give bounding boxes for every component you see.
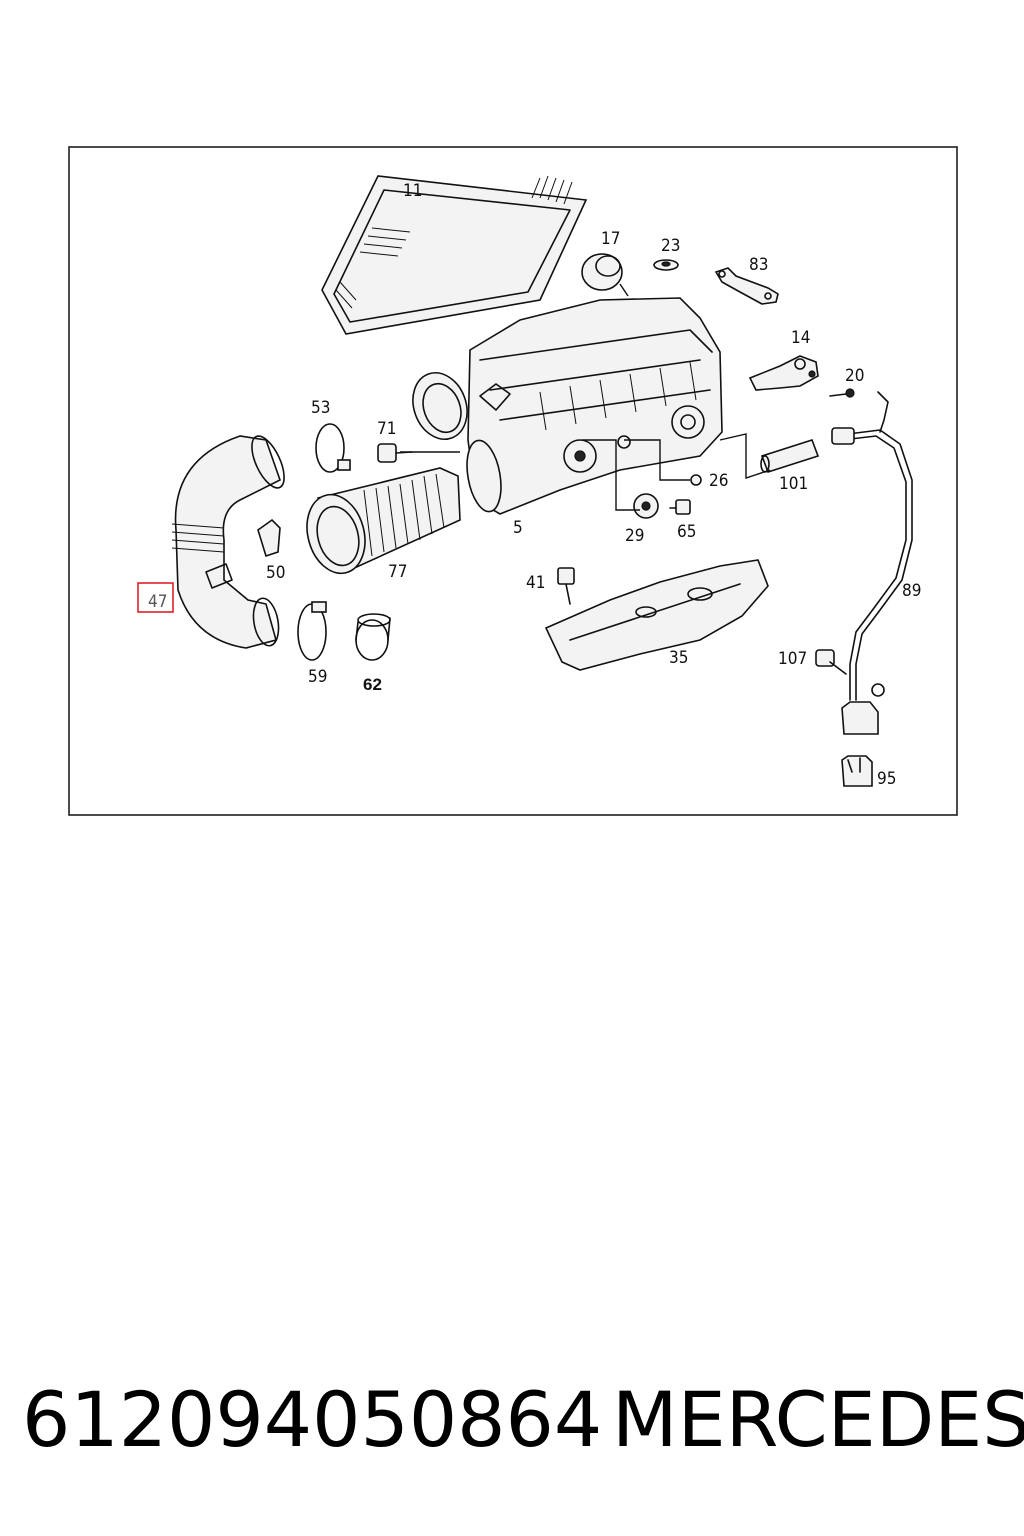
footer: 612094050864 MERCEDES xyxy=(0,1370,1024,1480)
callout-89[interactable]: 89 xyxy=(902,581,921,601)
callout-77[interactable]: 77 xyxy=(388,562,407,582)
callout-62[interactable]: 62 xyxy=(363,675,382,694)
callout-11[interactable]: 11 xyxy=(403,181,422,201)
callout-47-highlight[interactable]: 47 xyxy=(137,582,174,613)
callout-23[interactable]: 23 xyxy=(661,236,680,256)
callout-17[interactable]: 17 xyxy=(601,229,620,249)
part-95-grommet[interactable] xyxy=(841,755,873,787)
part-50-fitting[interactable] xyxy=(257,518,281,558)
callout-5[interactable]: 5 xyxy=(513,518,523,538)
part-41-bolt[interactable] xyxy=(557,567,575,605)
callout-95[interactable]: 95 xyxy=(877,769,896,789)
part-11-air-filter[interactable] xyxy=(321,175,588,335)
callout-83[interactable]: 83 xyxy=(749,255,768,275)
callout-47[interactable]: 47 xyxy=(148,592,167,612)
callout-65[interactable]: 65 xyxy=(677,522,696,542)
callout-53[interactable]: 53 xyxy=(311,398,330,418)
callout-71[interactable]: 71 xyxy=(377,419,396,439)
part-29-grommet[interactable] xyxy=(633,493,659,519)
callout-20[interactable]: 20 xyxy=(845,366,864,386)
part-83-bracket[interactable] xyxy=(714,267,779,305)
part-77-bellows-hose[interactable] xyxy=(299,467,461,580)
part-89-pipe-grommet[interactable] xyxy=(841,683,885,735)
callout-101[interactable]: 101 xyxy=(779,474,808,494)
part-47-intake-elbow[interactable] xyxy=(171,432,291,649)
callout-35[interactable]: 35 xyxy=(669,648,688,668)
callout-29[interactable]: 29 xyxy=(625,526,644,546)
part-59-clamp[interactable] xyxy=(297,601,327,661)
callout-14[interactable]: 14 xyxy=(791,328,810,348)
part-107-bolt[interactable] xyxy=(815,649,847,675)
callout-50[interactable]: 50 xyxy=(266,563,285,583)
part-17-sensor[interactable] xyxy=(581,253,629,297)
callout-47-highlight-box xyxy=(137,582,174,613)
brand-name: MERCEDES xyxy=(612,1375,1024,1464)
part-23-grommet[interactable] xyxy=(653,259,679,271)
part-20-screw[interactable] xyxy=(829,388,855,398)
part-71-bolt[interactable] xyxy=(377,443,413,463)
part-14-sensor-bracket[interactable] xyxy=(748,355,819,391)
diagram-frame xyxy=(68,146,958,816)
part-53-clamp[interactable] xyxy=(315,423,351,473)
callout-41[interactable]: 41 xyxy=(526,573,545,593)
leader-lines xyxy=(400,433,771,511)
callout-107[interactable]: 107 xyxy=(778,649,807,669)
part-62-sleeve[interactable] xyxy=(355,613,391,661)
part-65-nut[interactable] xyxy=(669,499,691,515)
callout-59[interactable]: 59 xyxy=(308,667,327,687)
part-26-plug[interactable] xyxy=(690,474,702,486)
part-101-hose[interactable] xyxy=(760,439,820,473)
part-89-pipe[interactable] xyxy=(831,391,913,701)
part-number: 612094050864 xyxy=(22,1375,603,1464)
part-35-heat-shield[interactable] xyxy=(544,559,769,671)
parts-diagram: 11 17 23 83 14 20 53 71 5 26 101 29 65 5… xyxy=(68,146,958,816)
part-5-air-box-housing[interactable] xyxy=(404,297,723,515)
callout-26[interactable]: 26 xyxy=(709,471,728,491)
